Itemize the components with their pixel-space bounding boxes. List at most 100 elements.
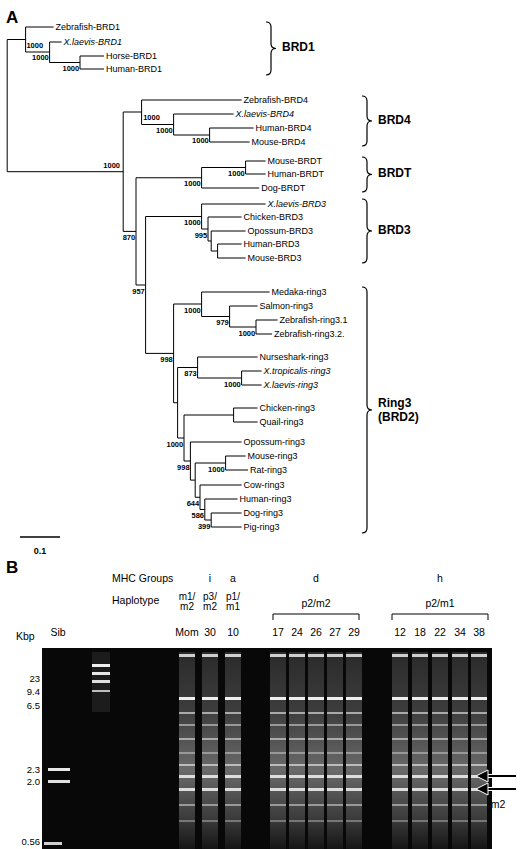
bootstrap-value: 873: [184, 370, 197, 379]
clade-bracket: [362, 199, 372, 263]
taxon-label: X.laevis-BRD1: [64, 37, 123, 47]
bootstrap-value: 1000: [63, 65, 80, 74]
gel-header: a: [230, 572, 236, 584]
clade-label: BRD3: [378, 224, 411, 238]
gel-lane: [392, 652, 408, 849]
ladder-band: [92, 690, 110, 692]
taxon-label: Human-BRD3: [244, 239, 300, 249]
taxon-label: X.laevis-ring3: [264, 380, 319, 390]
taxon-label: Salmon-ring3: [260, 301, 314, 311]
bootstrap-value: 644: [187, 500, 200, 509]
taxon-label: Human-BRD1: [106, 64, 162, 74]
arrow-shaft: [484, 776, 516, 789]
size-marker: 6.5: [27, 701, 40, 712]
taxon-label: Zebrafish-BRD4: [244, 95, 309, 105]
taxon-label: X.tropicalis-ring3: [264, 366, 331, 376]
taxon-label: Rat-ring3: [250, 465, 287, 475]
sample-lanes: [179, 652, 487, 849]
bootstrap-value: 1000: [156, 127, 173, 136]
taxon-label: Dog-ring3: [244, 508, 284, 518]
taxon-label: X.laevis-BRD3: [268, 199, 327, 209]
scale-bar: [20, 536, 60, 538]
tree-branches: [7, 27, 277, 527]
gel-header: p3/ m2: [199, 592, 221, 612]
gel-lane: [346, 652, 362, 849]
clade-label: BRDT: [378, 167, 411, 181]
clade-bracket: [266, 22, 276, 75]
gel-header: h: [437, 572, 443, 584]
ladder-band: [48, 780, 70, 783]
bootstrap-value: 586: [191, 512, 204, 521]
gel-header: i: [209, 572, 211, 584]
taxon-label: Chicken-ring3: [260, 403, 316, 413]
ladder-band: [92, 672, 110, 675]
gel-lane: [327, 652, 343, 849]
taxon-label: Zebrafish-ring3.2.: [274, 329, 345, 339]
gel-header: m1/ m2: [176, 592, 198, 612]
bootstrap-value: 979: [216, 319, 229, 328]
gel-background: [42, 648, 492, 849]
taxon-label: Human-ring3: [240, 494, 292, 504]
bootstrap-value: 957: [132, 288, 145, 297]
gel-lane: [179, 652, 195, 849]
taxon-label: Mouse-ring3: [248, 451, 298, 461]
gel-lane: [308, 652, 324, 849]
bootstrap-value: 1000: [239, 330, 256, 339]
gel-header: 29: [348, 626, 360, 638]
taxon-label: Mouse-BRD4: [252, 137, 306, 147]
group-bracket: [273, 614, 488, 620]
gel-header: p2/m2: [301, 597, 330, 609]
taxon-label: Zebrafish-ring3.1: [280, 315, 348, 325]
gel-lane: [270, 652, 286, 849]
taxon-label: Human-BRD4: [256, 123, 312, 133]
gel-header: Mom: [175, 626, 198, 638]
bootstrap-value: 998: [160, 356, 173, 365]
bootstrap-value: 1000: [143, 114, 160, 123]
gel-header: Kbp: [16, 630, 35, 642]
clade-bracket: [362, 287, 372, 533]
bootstrap-value: 1000: [228, 170, 245, 179]
taxon-label: Dog-BRDT: [261, 183, 305, 193]
gel-header: p2/m1: [425, 597, 454, 609]
clade-bracket: [362, 96, 372, 146]
gel-header: 18: [414, 626, 426, 638]
panel-letter: B: [6, 558, 18, 578]
taxon-label: Mouse-BRD3: [248, 253, 302, 263]
size-marker: 23: [29, 674, 40, 685]
taxon-label: Human-BRDT: [268, 169, 325, 179]
gel-header: MHC Groups: [112, 572, 173, 584]
ladder-band: [92, 680, 110, 683]
taxon-label: X.laevis-BRD4: [236, 109, 295, 119]
size-marker: 2.3: [27, 765, 40, 776]
bootstrap-value: 1000: [192, 137, 209, 146]
bootstrap-value: 1000: [167, 441, 184, 450]
taxon-label: Opossum-BRD3: [248, 226, 314, 236]
gel-header: 24: [291, 626, 303, 638]
panel-letter: A: [6, 8, 18, 28]
clade-label: BRD1: [282, 41, 315, 55]
bootstrap-value: 995: [195, 232, 208, 241]
gel-header: 27: [329, 626, 341, 638]
bootstrap-value: 1000: [184, 219, 201, 228]
gel-lane: [202, 652, 218, 849]
bootstrap-value: 1000: [32, 54, 49, 63]
scale-label: 0.1: [34, 546, 47, 556]
gel-lane: [225, 652, 241, 849]
bootstrap-value: 870: [123, 234, 136, 243]
gel-header: 26: [310, 626, 322, 638]
band-arrows: [476, 770, 516, 795]
gel-header: 30: [204, 626, 216, 638]
gel-header: Haplotype: [112, 594, 159, 606]
taxon-label: Nurseshark-ring3: [260, 352, 329, 362]
gel-header: 34: [454, 626, 466, 638]
bootstrap-value: 998: [177, 464, 190, 473]
arrow-halo: [484, 776, 516, 789]
bootstrap-value: 1000: [26, 42, 43, 51]
gel-header: 22: [434, 626, 446, 638]
size-marker: 2.0: [27, 777, 40, 788]
gel-header: 10: [227, 626, 239, 638]
bootstrap-value: 1000: [224, 381, 241, 390]
gel-lane: [412, 652, 428, 849]
